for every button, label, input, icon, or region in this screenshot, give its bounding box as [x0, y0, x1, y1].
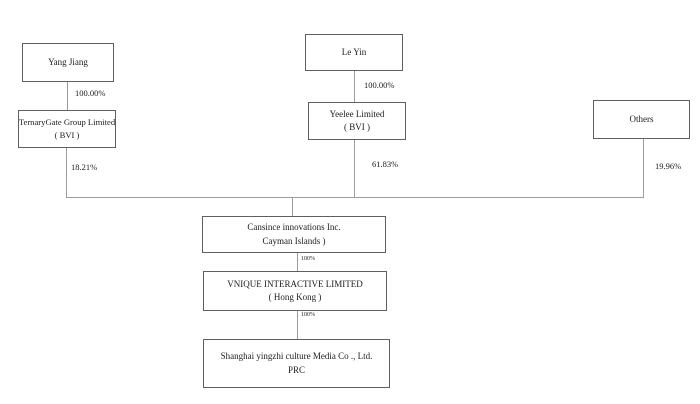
connector-cansince-vnique — [297, 253, 298, 271]
node-shanghai-label-line2: PRC — [287, 364, 305, 375]
node-ternarygate-group-limited: TernaryGate Group Limited ( BVI ) — [18, 110, 116, 148]
node-ternarygate-label-line2: ( BVI ) — [54, 130, 80, 140]
node-yang-jiang-label: Yang Jiang — [48, 56, 88, 67]
node-vnique-label-line2: ( Hong Kong ) — [268, 292, 322, 302]
node-yeelee-limited: Yeelee Limited ( BVI ) — [308, 102, 406, 140]
connector-yeelee-down — [354, 140, 355, 197]
node-le-yin-label: Le Yin — [341, 46, 367, 57]
node-le-yin: Le Yin — [305, 34, 403, 71]
connector-bus-cansince — [292, 197, 293, 216]
node-cansince-label-line2: Cayman Islands ) — [262, 235, 326, 246]
node-vnique-label-line1: VNIQUE INTERACTIVE LIMITED — [227, 278, 363, 289]
ownership-label-cansince-vnique: 100% — [301, 256, 315, 262]
ownership-label-others-cansince: 19.96% — [655, 161, 682, 171]
connector-vnique-shanghai — [297, 311, 298, 339]
node-others-label: Others — [629, 113, 654, 124]
connector-horizontal-bus — [66, 197, 644, 198]
ownership-label-yeelee-cansince: 61.83% — [372, 159, 399, 169]
node-cansince-label-line1: Cansince innovations Inc. — [247, 222, 341, 232]
ownership-label-leyin-yeelee: 100.00% — [364, 80, 395, 90]
node-yeelee-label-line1: Yeelee Limited — [329, 108, 385, 119]
node-shanghai-yingzhi: Shanghai yingzhi culture Media Co ., Ltd… — [203, 339, 390, 388]
node-others: Others — [593, 100, 690, 139]
node-yang-jiang: Yang Jiang — [22, 43, 114, 82]
ownership-label-yang-ternarygate: 100.00% — [75, 88, 106, 98]
node-vnique-interactive: VNIQUE INTERACTIVE LIMITED ( Hong Kong ) — [203, 271, 387, 311]
ownership-label-ternarygate-cansince: 18.21% — [71, 162, 98, 172]
connector-yangjiang-ternarygate — [67, 82, 68, 110]
node-ternarygate-label-line1: TernaryGate Group Limited — [18, 117, 116, 128]
connector-others-down — [643, 139, 644, 197]
node-cansince-innovations: Cansince innovations Inc. Cayman Islands… — [202, 216, 386, 253]
node-yeelee-label-line2: ( BVI ) — [344, 122, 370, 132]
connector-ternarygate-down — [66, 148, 67, 197]
connector-leyin-yeelee — [354, 71, 355, 102]
ownership-label-vnique-shanghai: 100% — [301, 312, 315, 318]
node-shanghai-label-line1: Shanghai yingzhi culture Media Co ., Ltd… — [220, 351, 373, 361]
